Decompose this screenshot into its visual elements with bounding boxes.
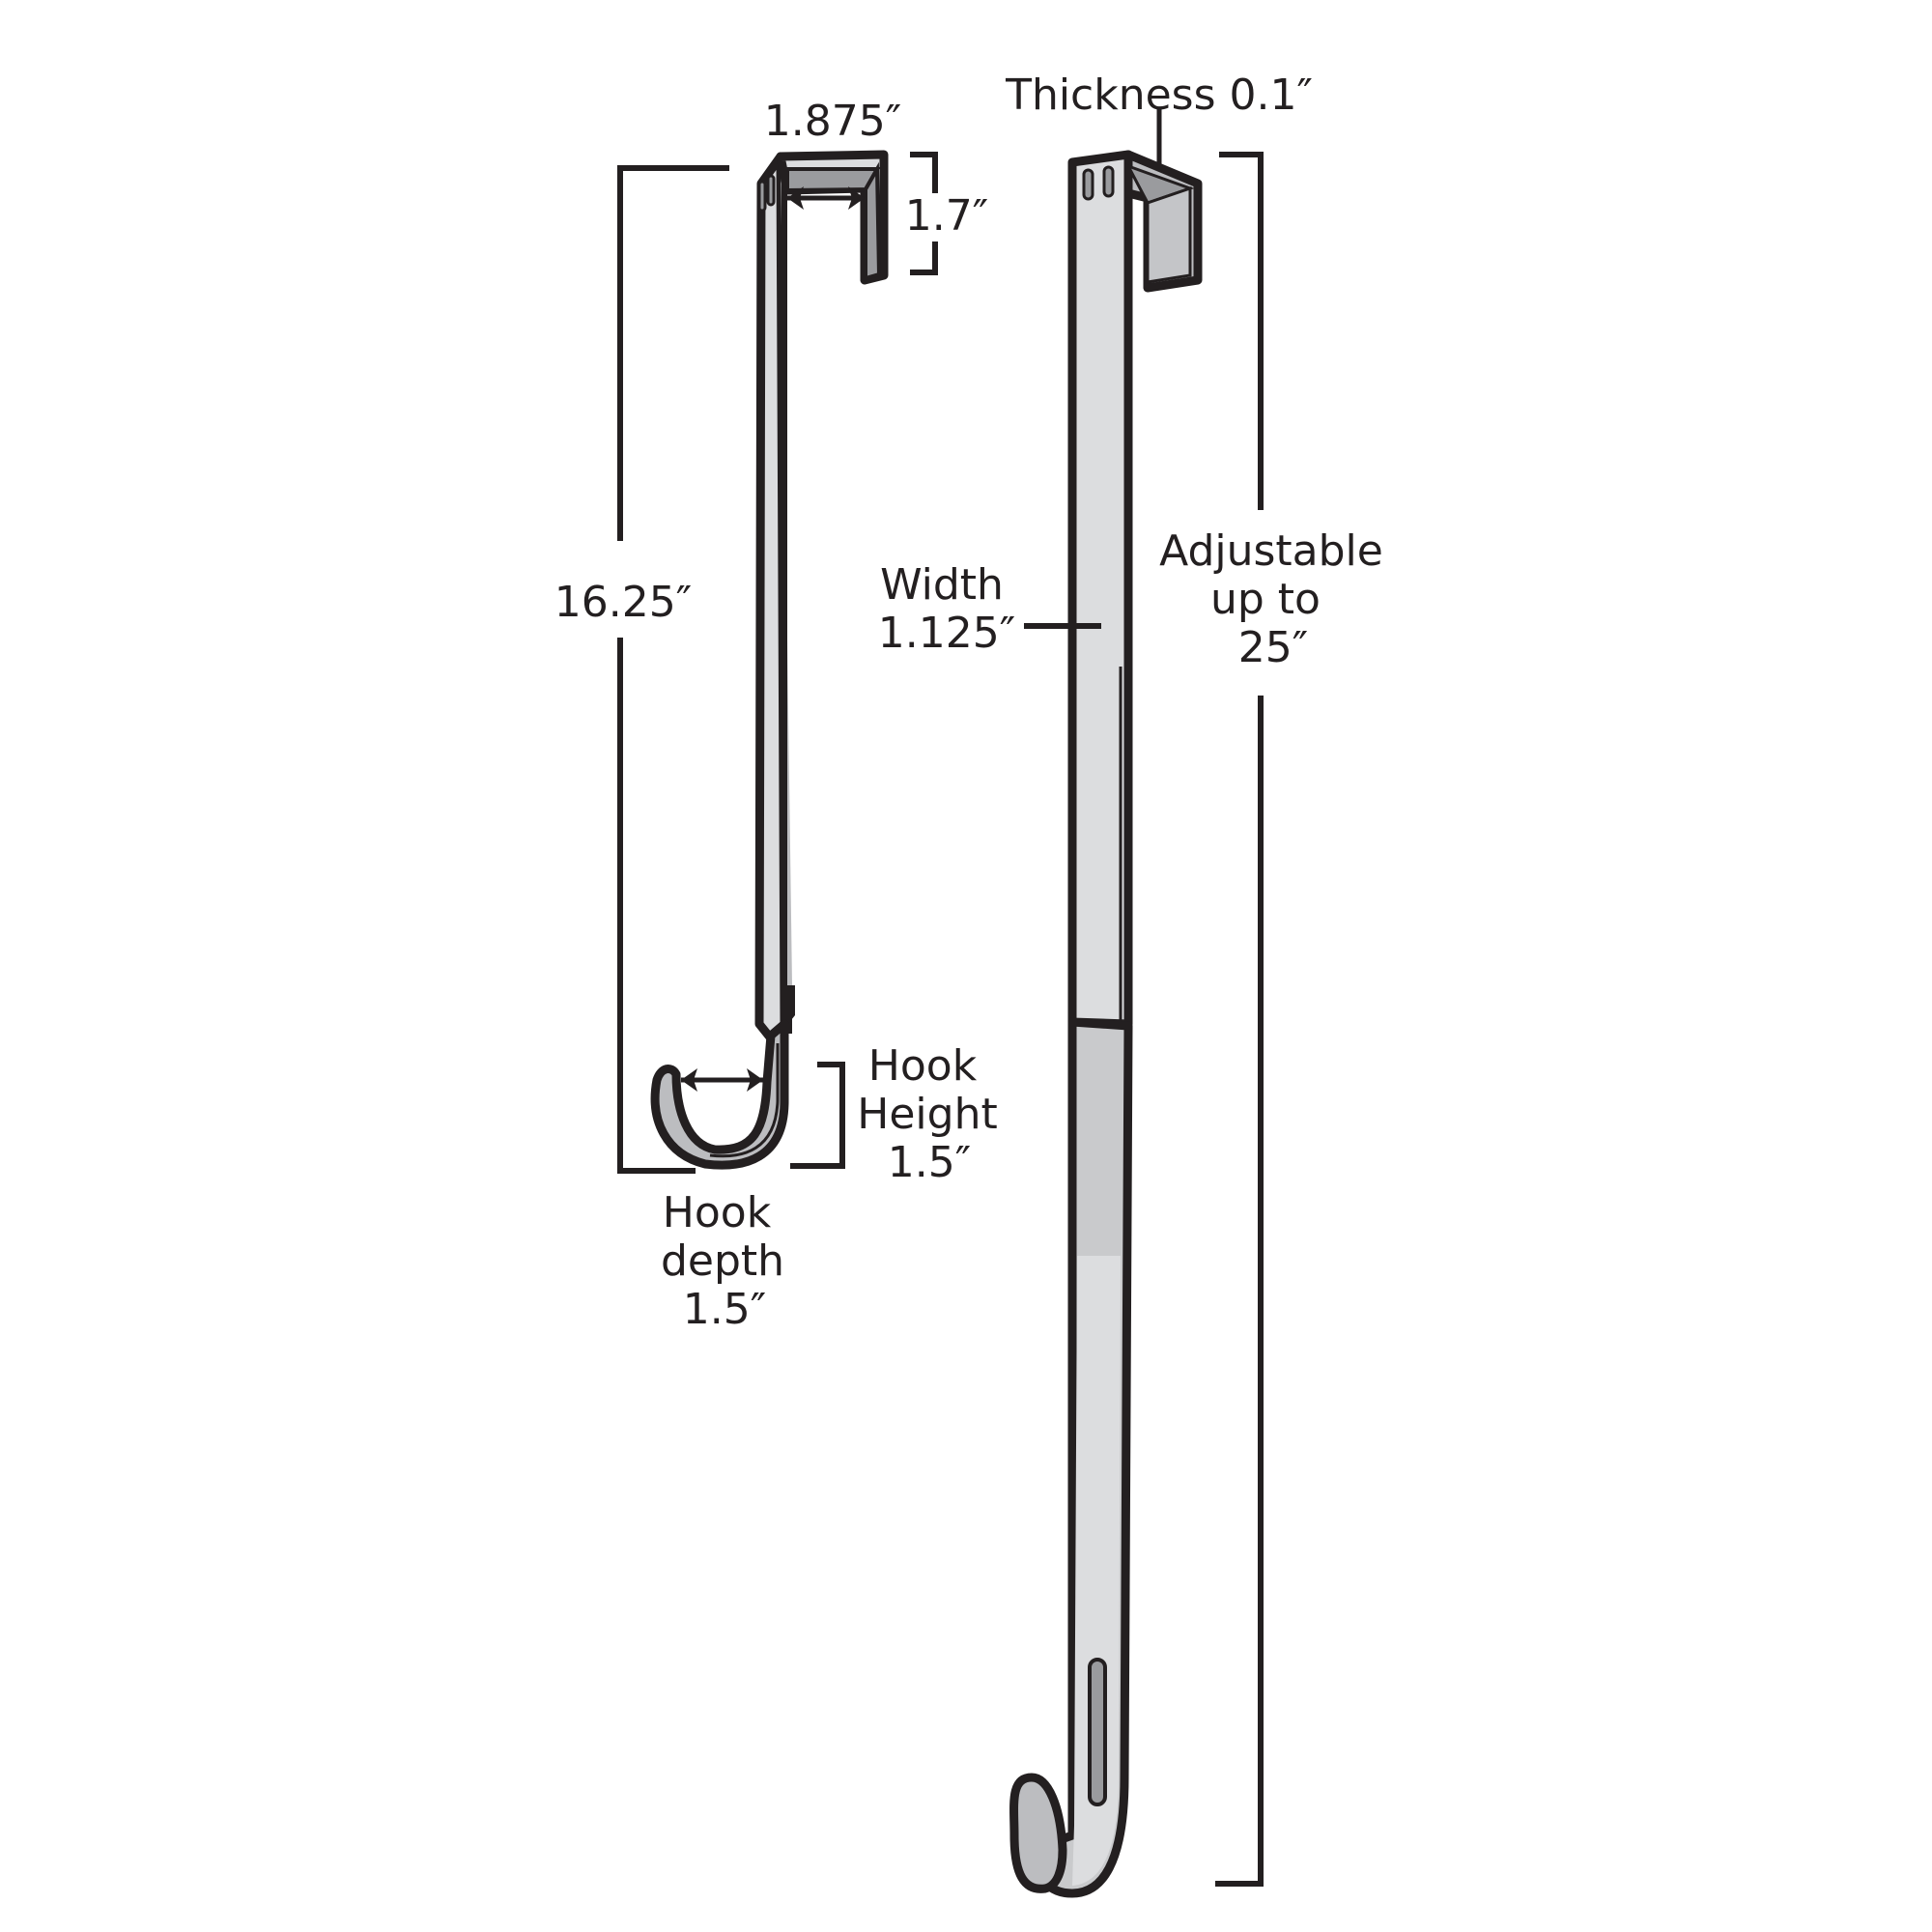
width-label-line2: 1.125″ [878,609,1015,658]
left-slot-icon [766,174,776,207]
total-height-label: 16.25″ [554,578,692,627]
arrowhead-icon [848,186,865,210]
arrowhead-icon [747,1068,763,1092]
top-height-label: 1.7″ [905,191,988,241]
hook-height-label-line3: 1.5″ [888,1138,971,1187]
adjustable-bracket-top [1219,152,1264,510]
right-slot-icon [1102,165,1115,198]
hook-height-bracket [790,1062,845,1169]
left-hanger-bar-edge [780,151,887,1033]
right-long-slot-icon [1088,1658,1107,1806]
right-hanger-hook [1009,1773,1067,1893]
hook-depth-label-line3: 1.5″ [683,1285,766,1334]
top-width-label: 1.875″ [764,97,901,146]
hook-height-label-line2: Height [857,1090,997,1139]
hook-depth-label-line1: Hook [663,1188,772,1237]
thickness-label: Thickness 0.1″ [1005,71,1313,120]
width-label-line1: Width [880,560,1004,610]
left-hanger-hook [650,1019,789,1170]
left-hanger-bar [754,152,789,1043]
left-hanger-joint [782,985,792,1034]
total-height-bracket-top [617,165,729,541]
adjustable-label-line3: 25″ [1238,623,1308,672]
right-hanger-lower-bar-light [1072,1256,1121,1886]
left-hanger [650,150,889,1170]
arrowhead-icon [681,1068,697,1092]
adjustable-bracket-bottom [1215,696,1264,1887]
left-hanger-top-lip [864,161,882,281]
top-height-bracket-top [910,152,938,193]
right-hanger [1009,108,1203,1898]
adjustable-label-line1: Adjustable [1159,526,1383,576]
right-slot-icon [1082,168,1094,201]
left-slot-icon [757,180,767,213]
left-hanger-hook-highlight [709,1043,780,1158]
top-height-bracket-bottom [910,242,938,275]
total-height-bracket-bottom [617,638,696,1174]
hook-depth-label-line2: depth [661,1236,784,1286]
adjustable-label-line2: up to [1210,575,1321,624]
hook-height-label-line1: Hook [868,1041,978,1091]
arrowhead-icon [787,186,804,210]
left-hanger-top-inner [785,167,881,193]
left-dimensions [617,152,938,1174]
right-hanger-top-lip [1146,185,1192,284]
